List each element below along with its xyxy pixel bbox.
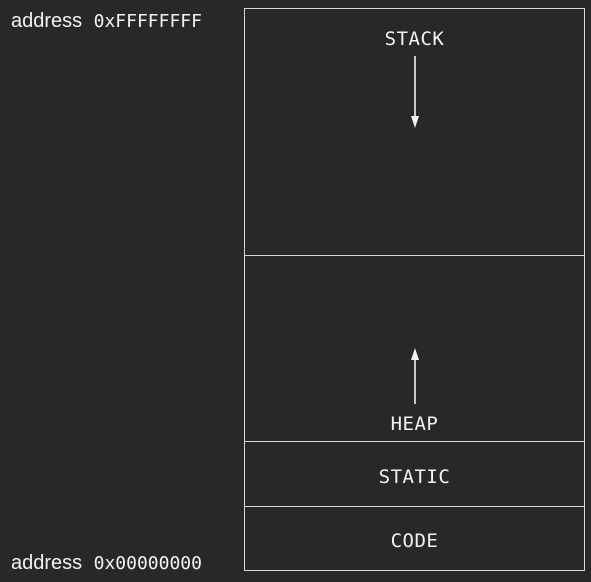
static-label: STATIC	[378, 466, 451, 488]
code-label: CODE	[390, 530, 439, 552]
address-word: address	[11, 552, 83, 574]
address-top-label: address 0xFFFFFFFF	[11, 11, 202, 31]
memory-layout-diagram: STACK HEAP STATIC CODE	[244, 8, 585, 571]
address-word: address	[11, 10, 83, 32]
static-segment: STATIC	[245, 442, 584, 507]
down-arrow-icon	[411, 56, 419, 128]
stack-segment: STACK	[245, 9, 584, 256]
address-bottom-label: address 0x00000000	[11, 553, 202, 573]
address-value-bottom: 0x00000000	[93, 553, 202, 574]
heap-segment: HEAP	[245, 256, 584, 442]
code-segment: CODE	[245, 507, 584, 571]
up-arrow-icon	[411, 348, 419, 404]
heap-label: HEAP	[390, 413, 439, 435]
address-value-top: 0xFFFFFFFF	[93, 11, 202, 32]
stack-label: STACK	[384, 28, 445, 50]
